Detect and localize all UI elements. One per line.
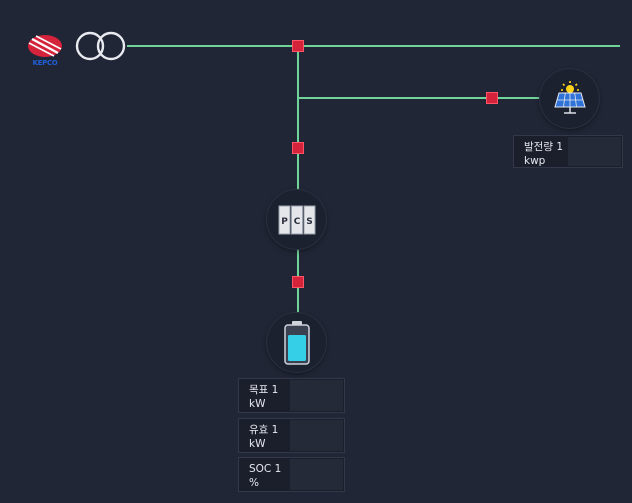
breaker-main[interactable] xyxy=(292,40,304,52)
battery-active-field xyxy=(290,420,343,451)
battery-soc-field xyxy=(290,459,343,490)
kepco-logo-icon xyxy=(28,35,62,57)
battery-target-label: 목표 xyxy=(249,384,269,396)
battery-icon xyxy=(283,320,310,365)
battery-soc-value: 1 xyxy=(274,463,282,475)
battery-target-field xyxy=(290,380,343,411)
battery-target-box: 목표 1 kW xyxy=(238,378,345,413)
solar-info-label: 발전량 xyxy=(524,141,553,153)
solar-branch-line xyxy=(297,97,543,99)
battery-active-unit: kW xyxy=(249,438,266,450)
solar-value-field xyxy=(568,137,621,166)
kepco-logo-text: KEPCO xyxy=(32,59,58,67)
vertical-feeder-line xyxy=(297,46,299,193)
battery-active-label: 유효 xyxy=(249,424,269,436)
battery-target-unit: kW xyxy=(249,398,266,410)
pcs-icon: P C S xyxy=(278,205,315,234)
solar-info-box: 발전량 1 kwp xyxy=(513,135,623,168)
battery-node[interactable] xyxy=(267,313,326,372)
pcs-letter: P xyxy=(281,217,288,227)
battery-active-box: 유효 1 kW xyxy=(238,418,345,453)
battery-soc-unit: % xyxy=(249,477,259,489)
solar-info-value: 1 xyxy=(556,141,564,153)
pcs-node[interactable]: P C S xyxy=(267,190,326,249)
transformer xyxy=(75,30,129,62)
battery-active-value: 1 xyxy=(271,424,279,436)
transformer-icon xyxy=(75,31,126,61)
solar-panel-icon xyxy=(553,80,586,114)
battery-soc-box: SOC 1 % xyxy=(238,457,345,492)
solar-info-unit: kwp xyxy=(524,155,546,167)
breaker-pcs[interactable] xyxy=(292,142,304,154)
battery-target-value: 1 xyxy=(271,384,279,396)
battery-soc-label: SOC xyxy=(249,463,272,475)
main-bus-line xyxy=(127,45,620,47)
solar-node[interactable] xyxy=(540,69,599,128)
pcs-letter: S xyxy=(306,217,312,227)
kepco-logo xyxy=(26,33,64,69)
breaker-solar[interactable] xyxy=(486,92,498,104)
pcs-letter: C xyxy=(293,217,300,227)
breaker-battery[interactable] xyxy=(292,276,304,288)
